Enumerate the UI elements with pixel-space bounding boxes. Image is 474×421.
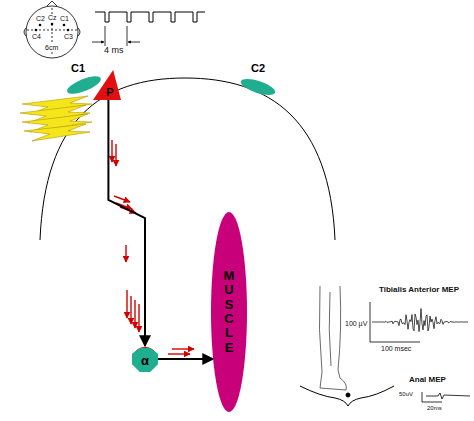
annotation-label: C3 [63,33,74,41]
annotation-label: Tibialis Anterior MEP [378,286,460,295]
interval-marker [92,26,140,46]
annotation-label: 20ms [426,405,443,412]
head-diagram [24,1,80,58]
muscle-body [211,212,247,412]
electrode-pad [65,73,103,98]
conduction-arrows [112,140,194,354]
node-label: α [141,353,149,368]
alpha-motor-neuron: α [132,346,158,372]
node-label: C2 [250,62,266,74]
anal-drawing [300,386,394,406]
neuron-body [132,348,158,372]
tibialis-trace [370,302,468,342]
annotation-label: Cz [47,14,58,22]
leg-drawing [319,286,346,390]
annotation-label: Anal MEP [408,376,447,385]
annotation-label: 50uV [398,391,414,398]
electrode-pad [239,76,277,99]
node-label: C1 [70,62,86,74]
annotation-label: 4 ms [103,46,125,56]
node-label: P [106,86,113,98]
annotation-label: 100 msec [380,345,412,353]
muscle: MUSCLE [211,212,247,412]
annotation-label: C2 [35,15,46,23]
annotation-label: C1 [59,15,70,23]
pulse-train [95,12,205,22]
axon-connector [158,358,213,360]
axon-connector [108,100,145,346]
annotation-label: 100 µV [344,320,368,328]
neuron-body [93,70,121,100]
node-shape [66,78,102,92]
anal-trace [422,392,470,402]
cortex-arc [40,78,335,240]
annotation-label: C4 [31,33,42,41]
pyramidal-neuron: P [93,70,121,100]
electrode-c2: C2 [240,80,276,94]
annotation-label: 6cm [44,44,59,52]
node-shape [240,80,276,94]
node-label: MUSCLE [223,269,236,355]
electrode-c1: C1 [66,78,102,92]
stimulus-bolts [20,96,92,141]
